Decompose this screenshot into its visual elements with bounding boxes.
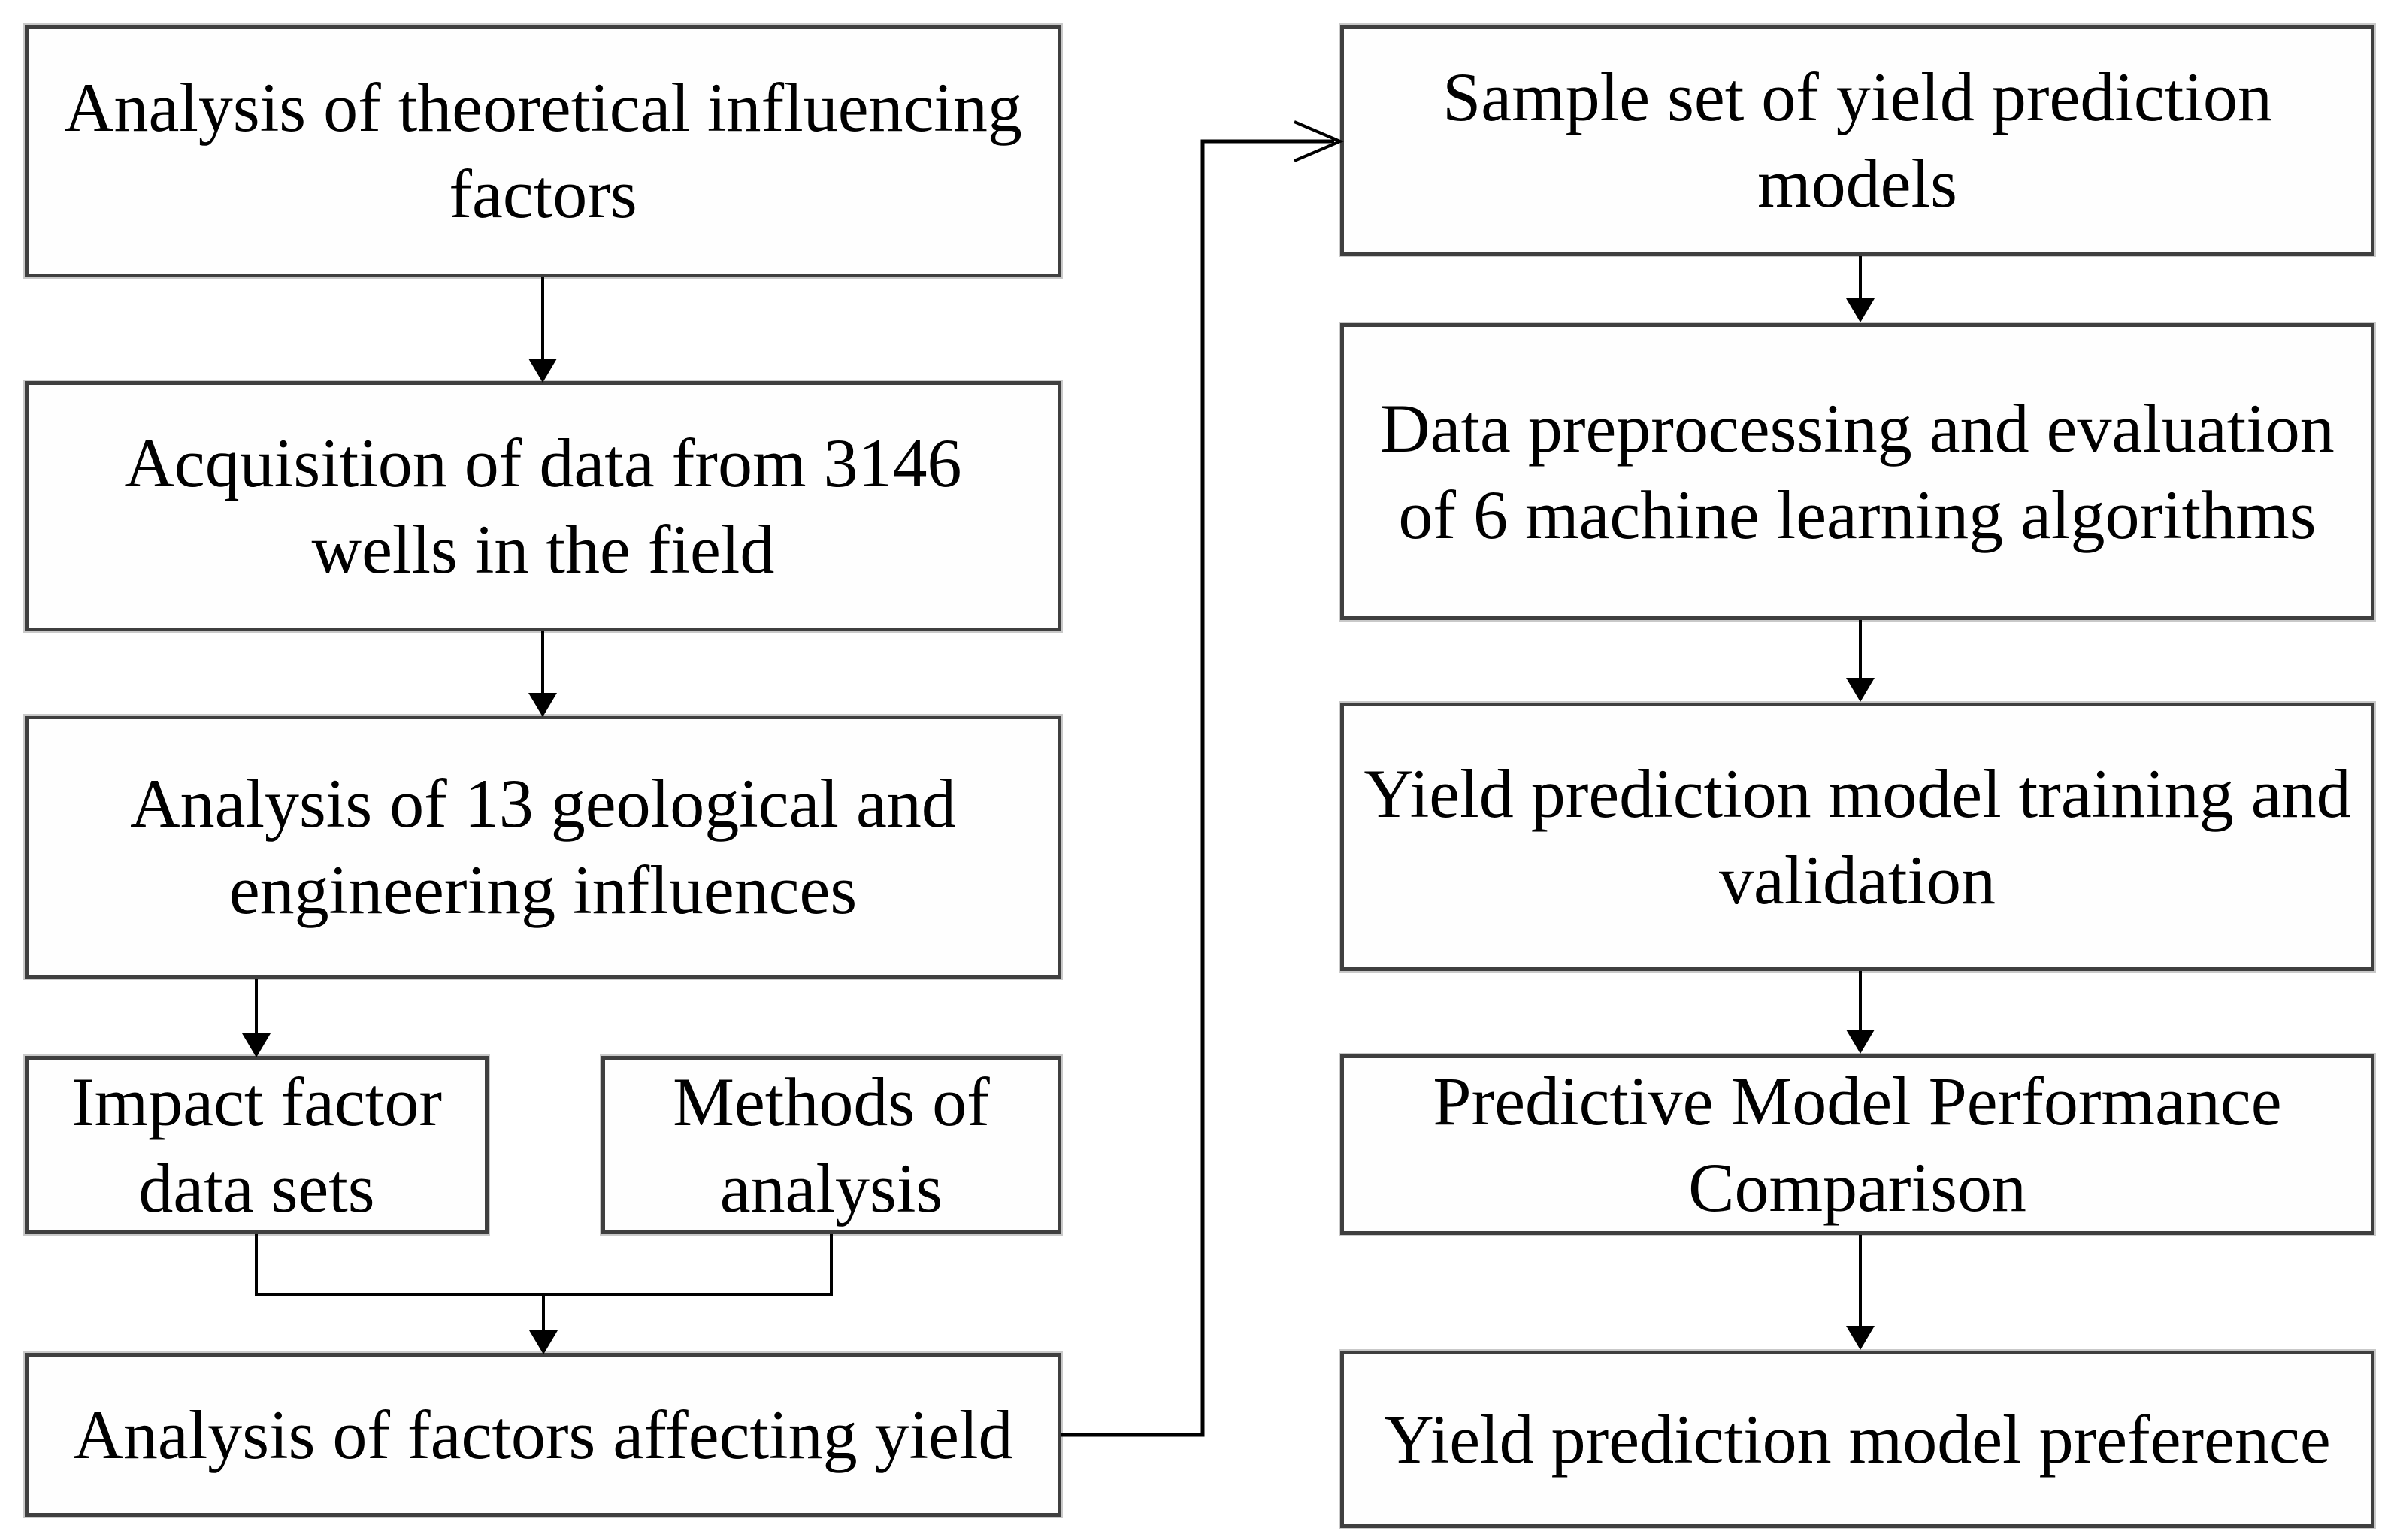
flow-box-data-acquisition: Acquisition of data from 3146 wells in t… — [23, 380, 1063, 633]
flow-box-data-acquisition-label: Acquisition of data from 3146 wells in t… — [124, 424, 962, 588]
flow-box-impact-factor-datasets-label: Impact factor data sets — [71, 1063, 442, 1227]
flow-box-performance-comparison: Predictive Model Performance Comparison — [1339, 1053, 2376, 1236]
arrow-comparison-to-preference — [1846, 1235, 1875, 1350]
flow-box-sample-set: Sample set of yield prediction models — [1339, 23, 2376, 257]
flow-box-influence-analysis: Analysis of 13 geological and engineerin… — [23, 714, 1063, 980]
flow-box-preprocessing-evaluation-label: Data preprocessing and evaluation of 6 m… — [1380, 389, 2335, 553]
flow-box-training-validation: Yield prediction model training and vali… — [1339, 701, 2376, 973]
flow-box-methods-of-analysis: Methods of analysis — [600, 1054, 1063, 1236]
flow-box-model-preference: Yield prediction model preference — [1339, 1349, 2376, 1529]
flow-box-model-preference-label: Yield prediction model preference — [1384, 1400, 2331, 1478]
flow-box-sample-set-label: Sample set of yield prediction models — [1442, 58, 2272, 222]
flow-box-training-validation-label: Yield prediction model training and vali… — [1363, 755, 2351, 918]
flow-box-methods-of-analysis-label: Methods of analysis — [673, 1063, 990, 1227]
flow-box-theoretical-factors-label: Analysis of theoretical influencing fact… — [64, 69, 1022, 232]
arrow-sample-to-preprocessing — [1846, 256, 1875, 322]
arrow-training-to-comparison — [1846, 971, 1875, 1054]
flow-box-impact-factor-datasets: Impact factor data sets — [23, 1054, 490, 1236]
flow-box-preprocessing-evaluation: Data preprocessing and evaluation of 6 m… — [1339, 322, 2376, 622]
connector-yield-analysis-to-sample-set — [1061, 120, 1345, 1437]
arrow-theoretical-to-acquisition — [528, 277, 557, 383]
flow-box-factors-affecting-yield: Analysis of factors affecting yield — [23, 1351, 1063, 1518]
flow-box-theoretical-factors: Analysis of theoretical influencing fact… — [23, 23, 1063, 279]
arrow-preprocessing-to-training — [1846, 620, 1875, 702]
flow-box-factors-affecting-yield-label: Analysis of factors affecting yield — [73, 1396, 1013, 1473]
flow-box-performance-comparison-label: Predictive Model Performance Comparison — [1433, 1063, 2282, 1226]
flow-box-influence-analysis-label: Analysis of 13 geological and engineerin… — [130, 765, 956, 928]
connector-datasets-methods-merge — [255, 1234, 833, 1354]
arrow-acquisition-to-influences — [528, 631, 557, 717]
arrow-influences-to-datasets — [242, 979, 271, 1057]
